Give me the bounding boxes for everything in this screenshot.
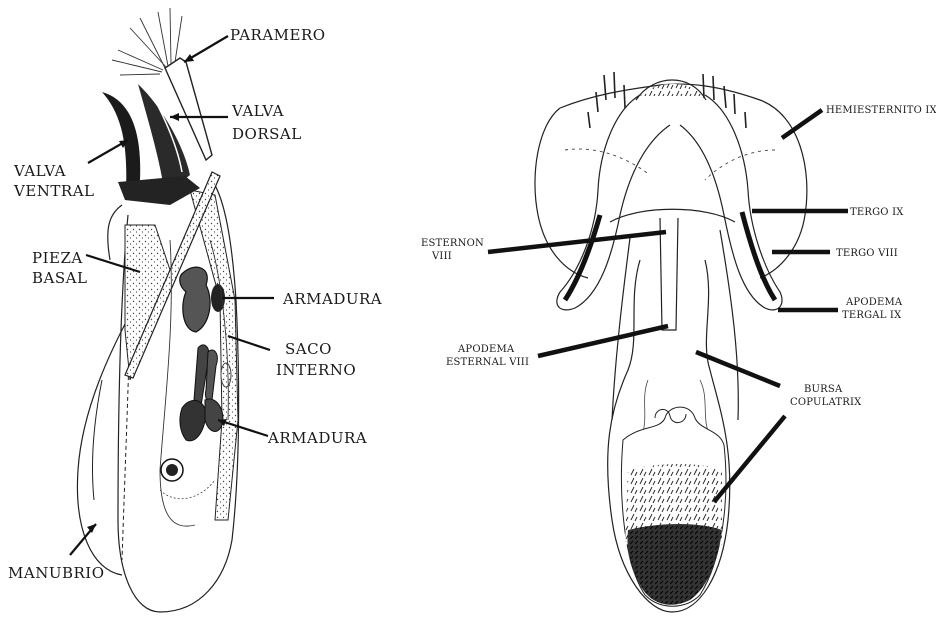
label-hemiesternito: HEMIESTERNITO IX: [826, 105, 936, 116]
label-saco-interno-2: INTERNO: [276, 361, 356, 379]
label-armadura-upper: ARMADURA: [282, 290, 382, 308]
label-valva-dorsal-1: VALVA: [231, 102, 284, 120]
apodema-esternal-leader: [538, 326, 668, 356]
label-apodema-esternal-2: ESTERNAL VIII: [446, 357, 529, 368]
label-bursa-1: BURSA: [804, 384, 843, 395]
label-valva-ventral-2: VENTRAL: [13, 182, 95, 200]
label-pieza-basal-2: BASAL: [32, 269, 87, 287]
label-saco-interno-1: SACO: [285, 340, 332, 358]
label-apodema-tergal-1: APODEMA: [845, 297, 903, 308]
label-paramero: PARAMERO: [230, 26, 326, 44]
label-tergo-viii: TERGO VIII: [836, 248, 898, 259]
label-tergo-ix: TERGO IX: [850, 207, 904, 218]
hemiesternito-leader: [782, 110, 822, 138]
label-pieza-basal-1: PIEZA: [32, 249, 83, 267]
label-apodema-esternal-1: APODEMA: [457, 344, 515, 355]
label-esternon-2: VIII: [431, 251, 452, 262]
esternon-leader: [488, 232, 666, 252]
label-armadura-lower: ARMADURA: [267, 429, 367, 447]
label-manubrio: MANUBRIO: [8, 564, 105, 582]
label-esternon-1: ESTERNON: [421, 238, 484, 249]
male-genitalia-drawing: PARAMERO VALVA DORSAL VALVA VENTRAL PIEZ…: [8, 8, 382, 612]
label-valva-ventral-1: VALVA: [13, 162, 66, 180]
label-valva-dorsal-2: DORSAL: [232, 125, 302, 143]
label-apodema-tergal-2: TERGAL IX: [842, 310, 902, 321]
label-bursa-2: COPULATRIX: [790, 397, 862, 408]
female-genitalia-drawing: HEMIESTERNITO IX TERGO IX ESTERNON VIII …: [421, 72, 936, 612]
